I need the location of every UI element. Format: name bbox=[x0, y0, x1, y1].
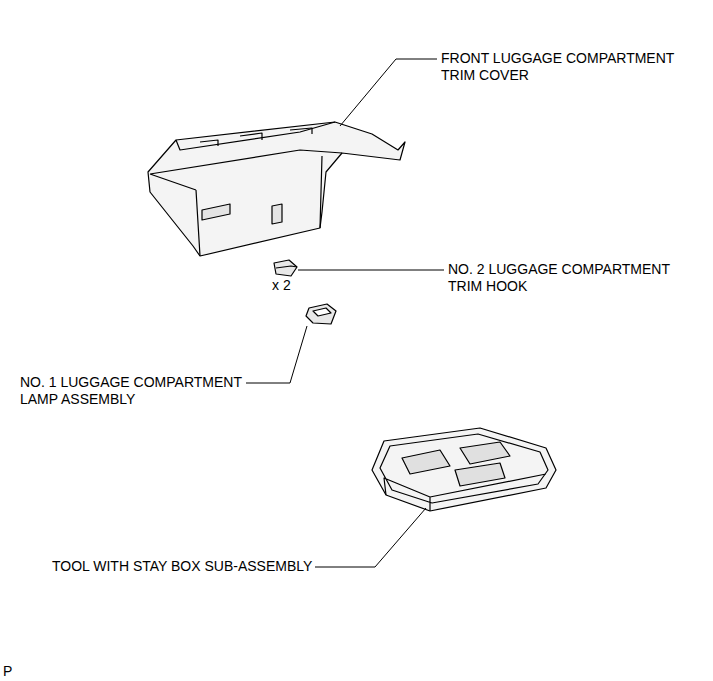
lamp-lens bbox=[313, 308, 331, 316]
tool-box-rim bbox=[380, 434, 548, 511]
part-name: TOOL WITH STAY BOX SUB-ASSEMBLY bbox=[52, 558, 312, 575]
trim-cover-slot bbox=[202, 204, 230, 220]
trim-cover-slot bbox=[272, 204, 282, 224]
part-name: FRONT LUGGAGE COMPARTMENT TRIM COVER bbox=[441, 50, 686, 84]
part-name: NO. 2 LUGGAGE COMPARTMENT TRIM HOOK bbox=[448, 261, 683, 295]
tool-box bbox=[372, 428, 556, 511]
leader-line bbox=[246, 326, 307, 383]
trim-cover-edge bbox=[150, 122, 342, 256]
trim-hook-edge bbox=[276, 266, 297, 268]
leader-line bbox=[298, 270, 444, 271]
trim-hook bbox=[274, 260, 297, 276]
trim-cover-tab bbox=[200, 128, 312, 146]
trim-cover bbox=[148, 122, 405, 256]
leader-line bbox=[340, 59, 437, 126]
tool-box-recess bbox=[402, 442, 510, 486]
part-name: NO. 1 LUGGAGE COMPARTMENT LAMP ASSEMBLY bbox=[20, 374, 255, 408]
lamp bbox=[306, 304, 336, 324]
quantity: x 2 bbox=[272, 277, 291, 294]
figure-code: P bbox=[3, 663, 12, 680]
leader-line bbox=[315, 508, 426, 567]
